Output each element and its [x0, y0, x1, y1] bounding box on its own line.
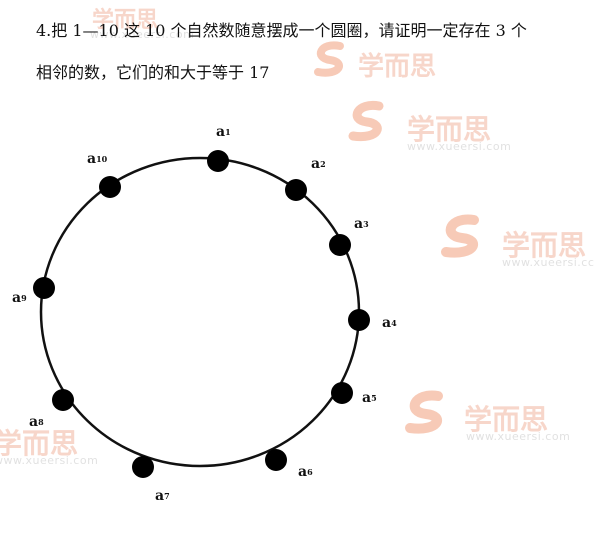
- problem-statement: 4.把 1—10 这 10 个自然数随意摆成一个圆圈，请证明一定存在 3 个 相…: [36, 10, 596, 94]
- node-label-a6: a6: [298, 464, 313, 480]
- node-dot-a7: [132, 456, 154, 478]
- node-label-a4: a4: [382, 315, 397, 331]
- node-label-a8: a8: [29, 414, 44, 430]
- node-label-a3: a3: [354, 216, 369, 232]
- node-group: a1 a2 a3 a4 a5 a6 a7 a8 a9 a10: [12, 124, 397, 504]
- problem-line-2: 相邻的数，它们的和大于等于 17: [36, 63, 270, 82]
- circle-outline: [39, 156, 361, 468]
- node-dot-a10: [99, 176, 121, 198]
- node-dot-a4: [348, 309, 370, 331]
- node-label-a2: a2: [311, 156, 326, 172]
- node-label-a7: a7: [155, 488, 170, 504]
- node-dot-a6: [265, 449, 287, 471]
- node-dot-a3: [329, 234, 351, 256]
- node-dot-a8: [52, 389, 74, 411]
- node-label-a9: a9: [12, 290, 27, 306]
- node-dot-a5: [331, 382, 353, 404]
- node-label-a5: a5: [362, 390, 377, 406]
- node-dot-a2: [285, 179, 307, 201]
- node-label-a10: a10: [87, 151, 108, 167]
- node-label-a1: a1: [216, 124, 231, 140]
- problem-line-1: 4.把 1—10 这 10 个自然数随意摆成一个圆圈，请证明一定存在 3 个: [36, 21, 527, 40]
- node-dot-a1: [207, 150, 229, 172]
- node-dot-a9: [33, 277, 55, 299]
